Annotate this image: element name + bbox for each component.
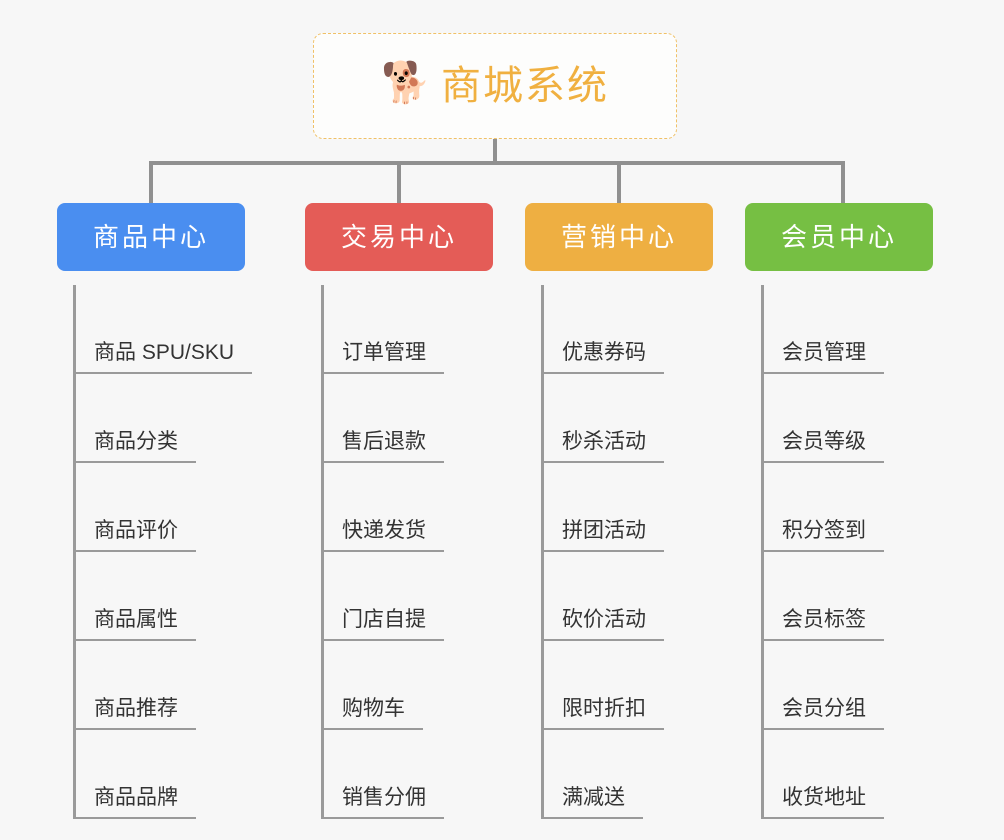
leaf-label: 优惠券码: [544, 341, 664, 374]
connector-horizontal-bus: [149, 161, 845, 165]
leaf-label: 快递发货: [324, 519, 444, 552]
root-node[interactable]: 🐕 商城系统: [313, 33, 677, 139]
leaf-list-trade-center: 订单管理 售后退款 快递发货 门店自提 购物车 销售分佣: [321, 285, 493, 819]
leaf-label: 会员分组: [764, 697, 884, 730]
leaf-label: 拼团活动: [544, 519, 664, 552]
list-item[interactable]: 快递发货: [324, 463, 493, 552]
leaf-label: 门店自提: [324, 608, 444, 641]
leaf-label: 砍价活动: [544, 608, 664, 641]
leaf-label: 会员标签: [764, 608, 884, 641]
list-item[interactable]: 会员分组: [764, 641, 933, 730]
category-header-product-center[interactable]: 商品中心: [57, 203, 245, 271]
leaf-label: 满减送: [544, 786, 643, 819]
leaf-label: 商品推荐: [76, 697, 196, 730]
leaf-label: 售后退款: [324, 430, 444, 463]
root-title: 商城系统: [441, 64, 609, 108]
category-header-label: 交易中心: [340, 222, 457, 252]
list-item[interactable]: 会员等级: [764, 374, 933, 463]
leaf-label: 会员管理: [764, 341, 884, 374]
connector-drop-product-center: [149, 161, 153, 205]
list-item[interactable]: 商品评价: [76, 463, 245, 552]
category-column-product-center: 商品中心 商品 SPU/SKU 商品分类 商品评价 商品属性 商品推荐 商品品牌: [57, 203, 253, 819]
list-item[interactable]: 拼团活动: [544, 463, 713, 552]
list-item[interactable]: 门店自提: [324, 552, 493, 641]
list-item[interactable]: 商品品牌: [76, 730, 245, 819]
list-item[interactable]: 商品属性: [76, 552, 245, 641]
leaf-label: 商品分类: [76, 430, 196, 463]
leaf-label: 会员等级: [764, 430, 884, 463]
leaf-label: 积分签到: [764, 519, 884, 552]
leaf-label: 购物车: [324, 697, 423, 730]
list-item[interactable]: 积分签到: [764, 463, 933, 552]
leaf-label: 商品品牌: [76, 786, 196, 819]
leaf-label: 限时折扣: [544, 697, 664, 730]
category-header-label: 营销中心: [560, 222, 677, 252]
leaf-label: 商品属性: [76, 608, 196, 641]
category-header-label: 会员中心: [780, 222, 897, 252]
list-item[interactable]: 商品推荐: [76, 641, 245, 730]
category-header-label: 商品中心: [92, 222, 209, 252]
leaf-list-product-center: 商品 SPU/SKU 商品分类 商品评价 商品属性 商品推荐 商品品牌: [73, 285, 253, 819]
leaf-label: 秒杀活动: [544, 430, 664, 463]
leaf-label: 商品 SPU/SKU: [76, 341, 253, 374]
list-item[interactable]: 满减送: [544, 730, 713, 819]
leaf-list-member-center: 会员管理 会员等级 积分签到 会员标签 会员分组 收货地址: [761, 285, 933, 819]
list-item[interactable]: 购物车: [324, 641, 493, 730]
list-item[interactable]: 售后退款: [324, 374, 493, 463]
category-column-marketing-center: 营销中心 优惠券码 秒杀活动 拼团活动 砍价活动 限时折扣 满减送: [525, 203, 713, 819]
list-item[interactable]: 订单管理: [324, 285, 493, 374]
connector-drop-marketing-center: [617, 161, 621, 205]
category-header-marketing-center[interactable]: 营销中心: [525, 203, 713, 271]
list-item[interactable]: 商品分类: [76, 374, 245, 463]
connector-drop-trade-center: [397, 161, 401, 205]
list-item[interactable]: 商品 SPU/SKU: [76, 285, 253, 374]
category-header-trade-center[interactable]: 交易中心: [305, 203, 493, 271]
list-item[interactable]: 优惠券码: [544, 285, 713, 374]
list-item[interactable]: 砍价活动: [544, 552, 713, 641]
leaf-list-marketing-center: 优惠券码 秒杀活动 拼团活动 砍价活动 限时折扣 满减送: [541, 285, 713, 819]
category-column-trade-center: 交易中心 订单管理 售后退款 快递发货 门店自提 购物车 销售分佣: [305, 203, 493, 819]
list-item[interactable]: 秒杀活动: [544, 374, 713, 463]
category-column-member-center: 会员中心 会员管理 会员等级 积分签到 会员标签 会员分组 收货地址: [745, 203, 933, 819]
leaf-label: 商品评价: [76, 519, 196, 552]
leaf-label: 订单管理: [324, 341, 444, 374]
list-item[interactable]: 会员标签: [764, 552, 933, 641]
leaf-label: 销售分佣: [324, 786, 444, 819]
connector-drop-member-center: [841, 161, 845, 205]
list-item[interactable]: 收货地址: [764, 730, 933, 819]
list-item[interactable]: 限时折扣: [544, 641, 713, 730]
leaf-label: 收货地址: [764, 786, 884, 819]
category-header-member-center[interactable]: 会员中心: [745, 203, 933, 271]
dog-face-icon: 🐕: [381, 61, 431, 105]
connector-root-stem: [493, 139, 497, 163]
list-item[interactable]: 会员管理: [764, 285, 933, 374]
list-item[interactable]: 销售分佣: [324, 730, 493, 819]
